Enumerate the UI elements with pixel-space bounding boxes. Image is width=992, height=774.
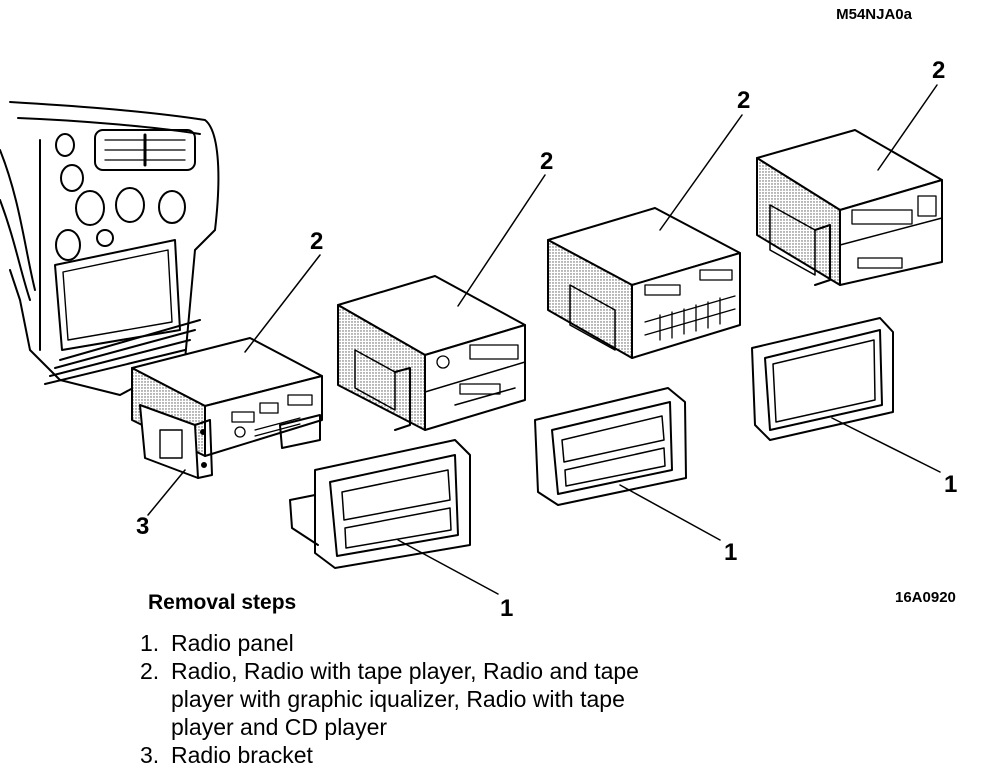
- removal-steps: Removal steps 1. Radio panel 2. Radio, R…: [140, 591, 740, 769]
- callout-radio-2: 2: [540, 148, 553, 175]
- leader-lines: [147, 84, 941, 595]
- step-text: Radio panel: [171, 630, 294, 656]
- callout-panel-1: 1: [500, 595, 513, 622]
- step-item: 3. Radio bracket: [140, 741, 740, 769]
- step-number: 3.: [140, 742, 160, 768]
- radio-unit-1: [131, 337, 323, 457]
- header-code: M54NJA0a: [836, 6, 912, 23]
- radio-unit-4: [756, 129, 943, 286]
- step-number: 2.: [140, 658, 160, 684]
- step-item: 2. Radio, Radio with tape player, Radio …: [140, 657, 740, 741]
- radio-unit-3: [547, 207, 741, 359]
- radio-panel-3: [751, 317, 894, 441]
- callout-panel-3: 1: [944, 471, 957, 498]
- step-number: 1.: [140, 630, 160, 656]
- step-text: Radio bracket: [171, 742, 313, 768]
- radio-bracket: [139, 404, 321, 479]
- callout-bracket: 3: [136, 513, 149, 540]
- radio-panel-1: [289, 439, 471, 569]
- removal-steps-title: Removal steps: [148, 591, 297, 614]
- step-item: 1. Radio panel: [140, 629, 740, 657]
- callout-panel-2: 1: [724, 539, 737, 566]
- figure-code: 16A0920: [895, 589, 956, 606]
- callout-radio-4: 2: [932, 57, 945, 84]
- step-text: Radio, Radio with tape player, Radio and…: [171, 658, 639, 740]
- callout-radio-3: 2: [737, 87, 750, 114]
- removal-steps-list: 1. Radio panel 2. Radio, Radio with tape…: [140, 629, 740, 769]
- radio-panel-2: [534, 387, 687, 506]
- radio-unit-2: [337, 275, 526, 431]
- callout-radio-1: 2: [310, 228, 323, 255]
- dashboard-console: [0, 101, 220, 396]
